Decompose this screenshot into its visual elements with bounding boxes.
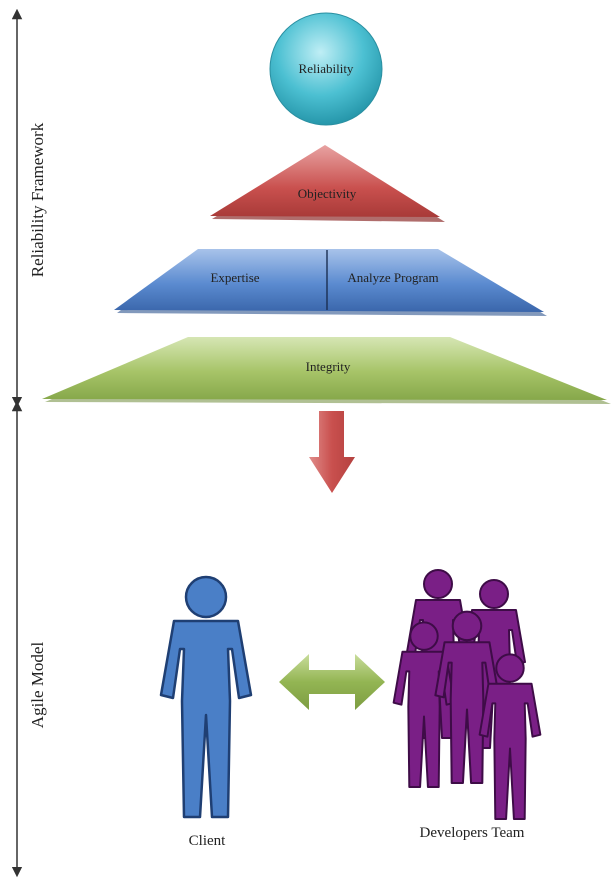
person-icon [159, 575, 253, 819]
team-label: Developers Team [420, 825, 525, 841]
client-person-icon [159, 575, 253, 819]
integrity-label: Integrity [306, 359, 351, 374]
objectivity-label: Objectivity [298, 186, 357, 201]
reliability-circle: Reliability [269, 12, 383, 126]
expertise-shape: Expertise Analyze Program [114, 249, 547, 316]
agile-side-label: Agile Model [28, 642, 47, 729]
objectivity-shape: Objectivity [210, 145, 445, 222]
developer-figure [392, 621, 456, 788]
developer-figure [478, 653, 542, 820]
team-icon [392, 569, 542, 820]
analyze-program-label: Analyze Program [347, 270, 438, 285]
reliability-label: Reliability [299, 61, 354, 76]
bidirectional-arrow-icon [279, 654, 385, 710]
expertise-label: Expertise [210, 270, 259, 285]
framework-side-label: Reliability Framework [28, 122, 47, 277]
client-label: Client [189, 833, 226, 849]
down-arrow-icon [309, 411, 355, 493]
integrity-shape: Integrity [42, 337, 611, 404]
